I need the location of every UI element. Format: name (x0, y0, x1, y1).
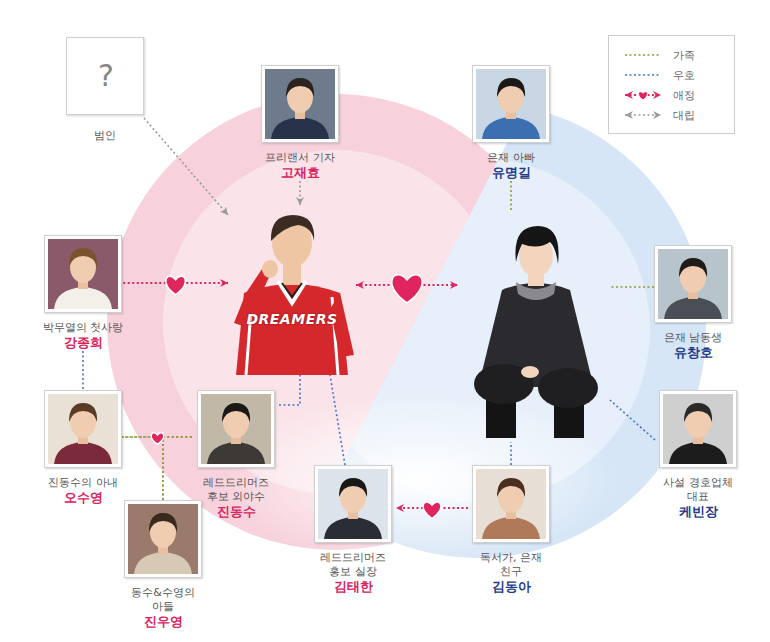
legend-text: 가족 (673, 48, 695, 63)
character-name: 강종희 (43, 335, 124, 351)
photo-frame (261, 65, 339, 143)
character-card: 은재 남동생유창호 (654, 245, 732, 361)
heart-symbol (151, 433, 164, 445)
character-card: 사설 경호업체 대표케빈장 (655, 390, 741, 520)
legend-item: 애정 (621, 85, 734, 105)
legend-item: 가족 (621, 45, 734, 65)
legend-sample (621, 88, 665, 102)
relation-line (610, 286, 654, 288)
legend-item: 대립 (621, 105, 734, 125)
role-caption: 독서가, 은재 친구 (468, 551, 554, 579)
legend-text: 애정 (673, 88, 695, 103)
mystery-mark: ? (67, 38, 145, 116)
role-caption: 박무열의 첫사랑 (43, 321, 124, 335)
relation-line (144, 118, 228, 215)
photo-frame (124, 500, 202, 578)
photo-frame (44, 390, 122, 468)
character-card: 레드드리머즈 홍보 실장김태한 (310, 465, 396, 595)
character-name: 김동아 (468, 579, 554, 595)
relation-line (510, 181, 512, 212)
portrait (658, 249, 728, 319)
portrait (663, 394, 733, 464)
heart-symbol (423, 502, 441, 519)
character-name: 진동수 (193, 504, 279, 520)
role-caption: 레드드리머즈 후보 외야수 (193, 476, 279, 504)
character-card: ? 범인 (66, 37, 144, 143)
character-name: 고재효 (261, 165, 339, 181)
jersey-text: DREAMERS (228, 311, 356, 327)
legend-item: 우호 (621, 65, 734, 85)
legend-sample (621, 108, 665, 122)
character-card: 진동수의 아내오수영 (44, 390, 122, 506)
legend-text: 대립 (673, 108, 695, 123)
legend-box: 가족우호애정대립 (608, 35, 735, 134)
relation-line (330, 375, 345, 465)
white-glow (220, 395, 620, 565)
character-name: 케빈장 (655, 504, 741, 520)
legend-text: 우호 (673, 68, 695, 83)
role-caption: 프리랜서 기자 (261, 151, 339, 165)
heart-symbol (166, 276, 186, 294)
photo-frame (44, 235, 122, 313)
character-name: 오수영 (44, 490, 122, 506)
role-caption: 은재 남동생 (654, 331, 732, 345)
portrait (201, 394, 271, 464)
portrait (48, 394, 118, 464)
photo-frame: ? (66, 37, 144, 115)
role-caption: 레드드리머즈 홍보 실장 (310, 551, 396, 579)
photo-frame (472, 465, 550, 543)
role-caption: 범인 (66, 129, 144, 143)
portrait (476, 69, 546, 139)
role-caption: 진동수의 아내 (44, 476, 122, 490)
role-caption: 동수&수영의 아들 (120, 586, 206, 614)
character-card: 프리랜서 기자고재효 (261, 65, 339, 181)
character-name: 유명길 (472, 165, 550, 181)
relation-line (122, 437, 163, 500)
photo-frame (314, 465, 392, 543)
character-card: 레드드리머즈 후보 외야수진동수 (193, 390, 279, 520)
portrait (318, 469, 388, 539)
role-caption: 은재 아빠 (472, 151, 550, 165)
legend-sample (621, 48, 665, 62)
relation-line (299, 181, 301, 205)
relation-line (510, 442, 512, 465)
character-card: 독서가, 은재 친구김동아 (468, 465, 554, 595)
character-name: 진우영 (120, 614, 206, 630)
character-card: 동수&수영의 아들진우영 (120, 500, 206, 630)
heart-symbol (392, 275, 422, 303)
portrait (265, 69, 335, 139)
relation-line (163, 437, 193, 500)
character-card: 박무열의 첫사랑강종희 (43, 235, 124, 351)
portrait (476, 469, 546, 539)
character-name: 김태한 (310, 579, 396, 595)
role-caption: 사설 경호업체 대표 (655, 476, 741, 504)
photo-frame (654, 245, 732, 323)
photo-frame (197, 390, 275, 468)
player-illustration (228, 205, 356, 375)
character-figure: DREAMERS (228, 205, 356, 375)
photo-frame (659, 390, 737, 468)
character-figure (458, 212, 610, 442)
character-card: 은재 아빠유명길 (472, 65, 550, 181)
heroine-illustration (458, 212, 610, 442)
relation-line (82, 351, 84, 390)
character-name: 유창호 (654, 345, 732, 361)
photo-frame (472, 65, 550, 143)
relation-line (610, 400, 655, 440)
legend-sample (621, 68, 665, 82)
portrait (128, 504, 198, 574)
relation-line (279, 375, 300, 405)
portrait (48, 239, 118, 309)
